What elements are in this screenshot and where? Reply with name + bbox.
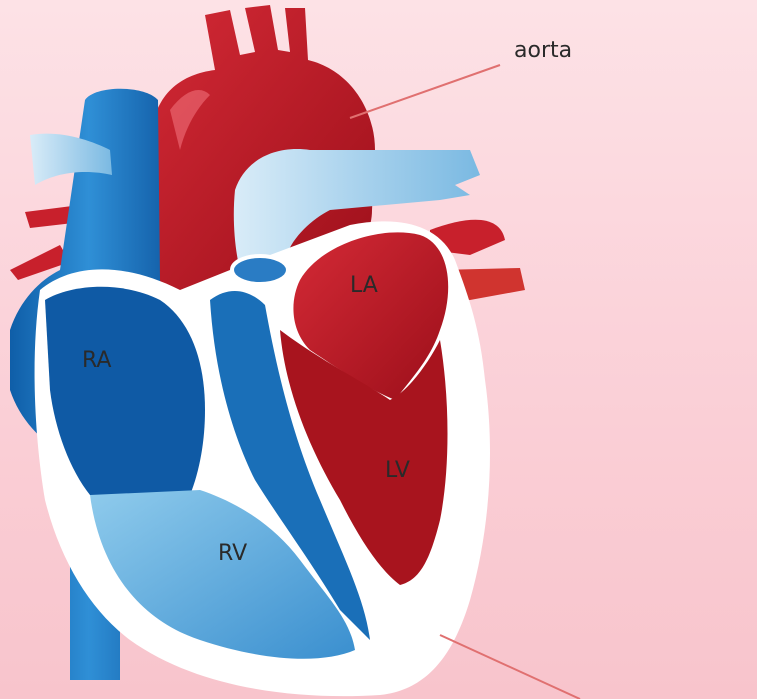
right-atrium-label: RA: [82, 350, 111, 372]
left-atrium-label: LA: [350, 275, 378, 297]
pulmonary-valve: [232, 256, 288, 284]
wall-leader-line: [440, 635, 580, 699]
left-ventricle-label: LV: [385, 460, 410, 482]
right-ventricle-label: RV: [218, 543, 247, 565]
aorta-leader-line: [350, 65, 500, 118]
aorta-label: aorta: [514, 40, 572, 62]
